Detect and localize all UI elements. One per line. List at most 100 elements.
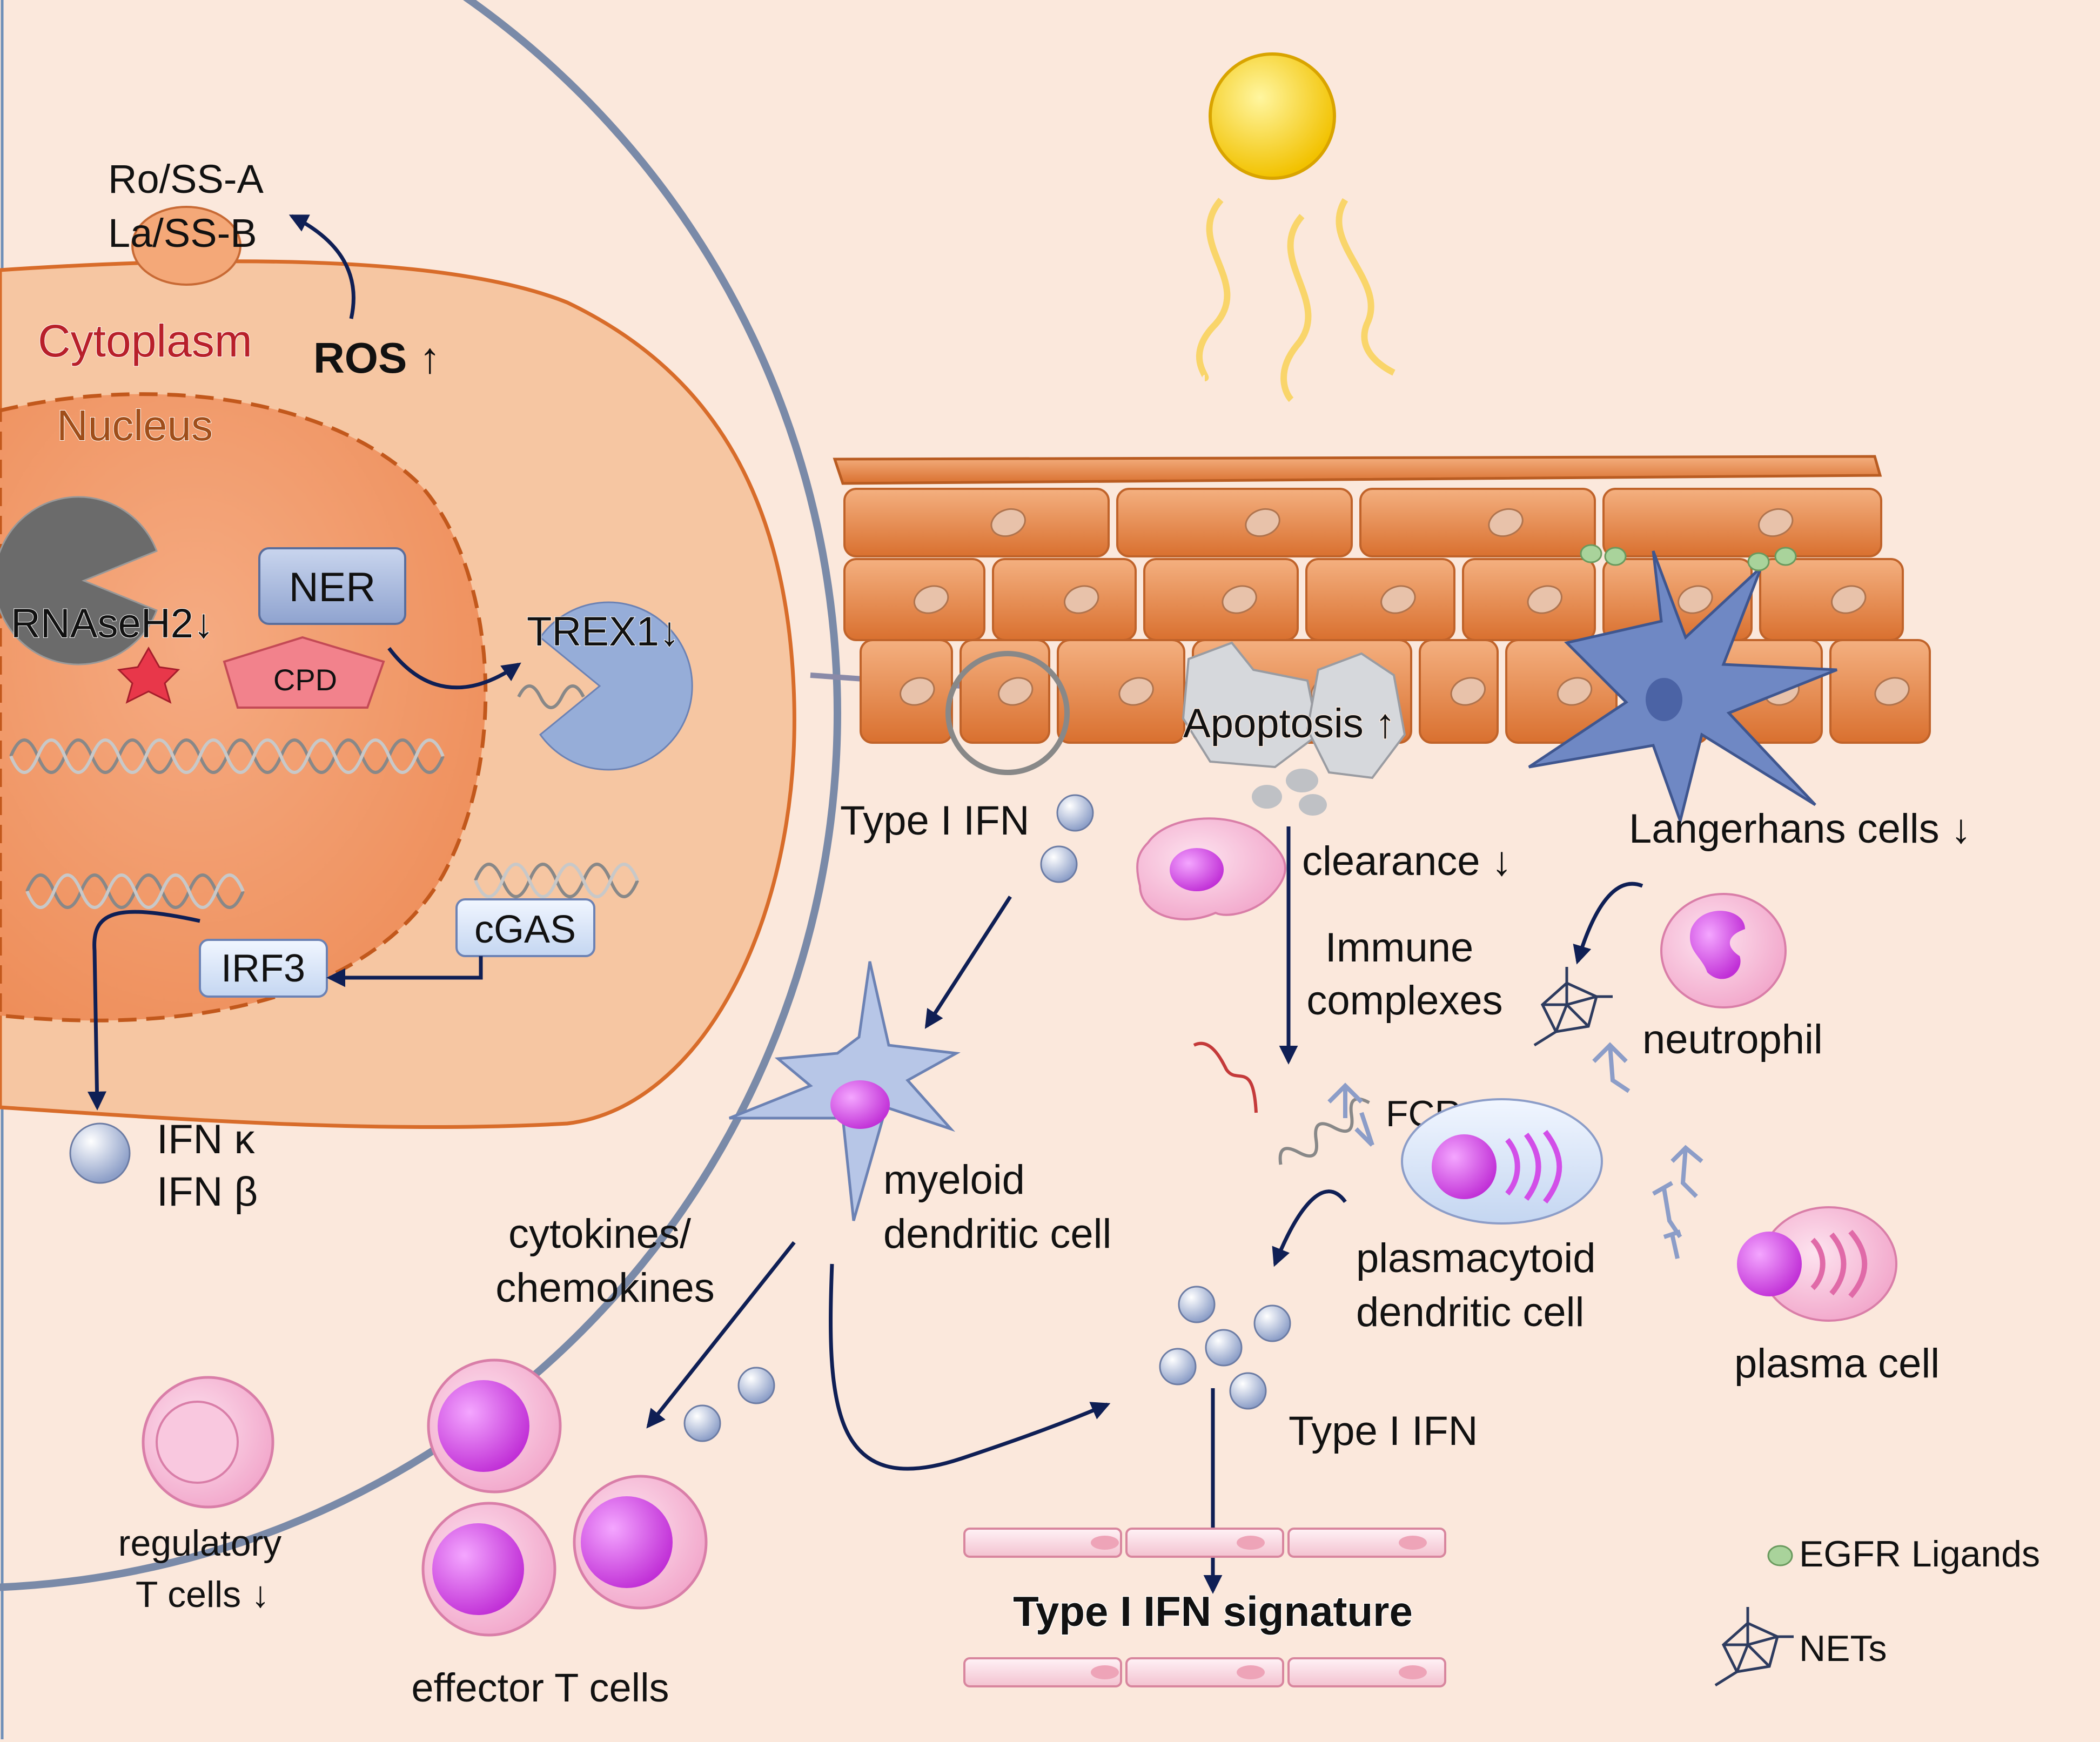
apoptosis-label: Apoptosis ↑ [1183,701,1395,746]
apoptotic-body-2 [1286,769,1318,792]
keratinocyte [1829,639,1931,744]
keratinocyte [1116,488,1353,557]
regulatory-t-cell [142,1376,274,1509]
langerhans-cell [1528,550,1837,826]
cytokine-ball-1 [683,1404,721,1442]
ner-label: NER [289,564,375,610]
apoptotic-cell-2 [1306,652,1406,779]
nets-legend-label: NETs [1799,1628,1887,1669]
dna-helix-lower-b [25,873,245,909]
ifn-ball-1 [1056,794,1094,832]
ifn-kappa-label: IFN κ [157,1117,256,1162]
myeloid-label-1: myeloid [883,1157,1025,1203]
trex1-pacman [539,601,693,771]
pdc-label-2: dendritic cell [1356,1289,1584,1335]
epidermis [833,455,1931,775]
egfr-legend-icon [1767,1545,1793,1566]
irf3-label: IRF3 [221,947,305,990]
ro-la-antigen [131,206,241,286]
stratum-corneum [833,455,1882,485]
langerhans-label: Langerhans cells ↓ [1629,806,1971,852]
mdc-to-tcell-arrow [646,1241,796,1429]
pdc-label-1: plasmacytoid [1356,1235,1596,1281]
dna-helix-right-b [474,863,639,898]
signature-label: Type I IFN signature [1013,1588,1413,1635]
cpd-pentagon [223,636,385,709]
keratinocyte [1505,639,1618,744]
rnaseh2-label: RNAseH2↓ [11,601,214,647]
ifn-ball-2 [1040,845,1078,883]
ro-label: Ro/SS-A [108,157,264,201]
immune-complexes-label-2: complexes [1306,978,1502,1024]
uv-ray-3 [1336,198,1395,376]
zoom-circle [0,0,841,1591]
endothelial-cell [1287,1657,1446,1687]
cgas-irf3-arrow [326,956,483,987]
rnaseh2-pacman [0,496,158,665]
neutrophil-net-arrow [1573,882,1643,965]
egfr-legend-label: EGFR Ligands [1799,1534,2040,1575]
damage-star [117,646,180,704]
pdc-ifn-arrow [1272,1189,1347,1267]
neutrophil-cell [1660,893,1787,1008]
la-label: La/SS-B [108,211,257,255]
rna-strand [1193,1041,1258,1113]
endothelial-cell [963,1528,1122,1558]
antibodies-neutrophil [1592,1042,1631,1093]
antibodies-plasma [1652,1145,1703,1259]
mdc-to-ifn-arrow [829,1263,1111,1471]
ros-arrow [289,214,355,319]
ifn-beta-label: IFN β [157,1169,258,1215]
cell-zoom-panel: Ro/SS-A La/SS-B Cytoplasm Nucleus ROS ↑ … [0,0,962,1591]
keratinocyte [992,558,1137,641]
cytokines-label-2: chemokines [495,1265,715,1311]
effector-label: effector T cells [411,1665,669,1710]
ifn-kappa-beta-ball [69,1122,131,1184]
keratinocyte [1057,639,1185,744]
apoptotic-body-1 [1252,785,1282,809]
plasmacytoid-dendritic-cell [1401,1098,1603,1225]
type1-ifn-top-label: Type I IFN [840,798,1030,844]
keratinocyte [960,639,1050,744]
nets-legend-icon [1714,1607,1794,1687]
magnifier-circle [945,651,1070,775]
antibody-ic [1327,1082,1374,1147]
cgas-box [455,898,595,957]
endothelial-cell [1287,1528,1446,1558]
keratinocyte [1305,558,1455,641]
egfr-ligands [1580,544,1797,571]
uv-ray-2 [1280,214,1312,402]
clearance-label: clearance ↓ [1302,838,1512,884]
treg-label-1: regulatory [118,1523,281,1564]
nucleus-label: Nucleus [57,401,213,449]
macrophage [1136,817,1286,920]
cpd-trex-arrow [387,647,521,690]
endothelial-cell [1125,1657,1284,1687]
treg-label-2: T cells ↓ [136,1574,270,1615]
myeloid-label-2: dendritic cell [883,1211,1111,1257]
dna-strand-ic [1278,1097,1370,1165]
endothelial-cell [1125,1528,1284,1558]
blood-vessel [963,1528,1446,1687]
endothelial-cell [963,1657,1122,1687]
cgas-label: cGAS [474,908,576,951]
keratinocyte [1602,488,1882,557]
ros-label: ROS ↑ [313,334,441,382]
irf3-ifn-arrow [87,910,200,1111]
ifn-to-mdc-arrow [924,896,1012,1029]
cytoplasm-label: Cytoplasm [38,315,252,366]
type1-ifn-mid-label: Type I IFN [1289,1408,1478,1454]
keratinocyte [1462,558,1596,641]
sun [1196,52,1395,402]
ner-box [258,547,406,625]
plasma-cell-graphic [1737,1206,1897,1322]
immune-complexes-label-1: Immune [1325,925,1474,971]
effector-t-cells [421,1358,708,1637]
keratinocyte [843,558,985,641]
neutrophil-label: neutrophil [1642,1017,1823,1062]
keratinocyte [860,639,953,744]
plasma-cell-label: plasma cell [1734,1341,1940,1387]
cpd-label: CPD [273,663,337,697]
